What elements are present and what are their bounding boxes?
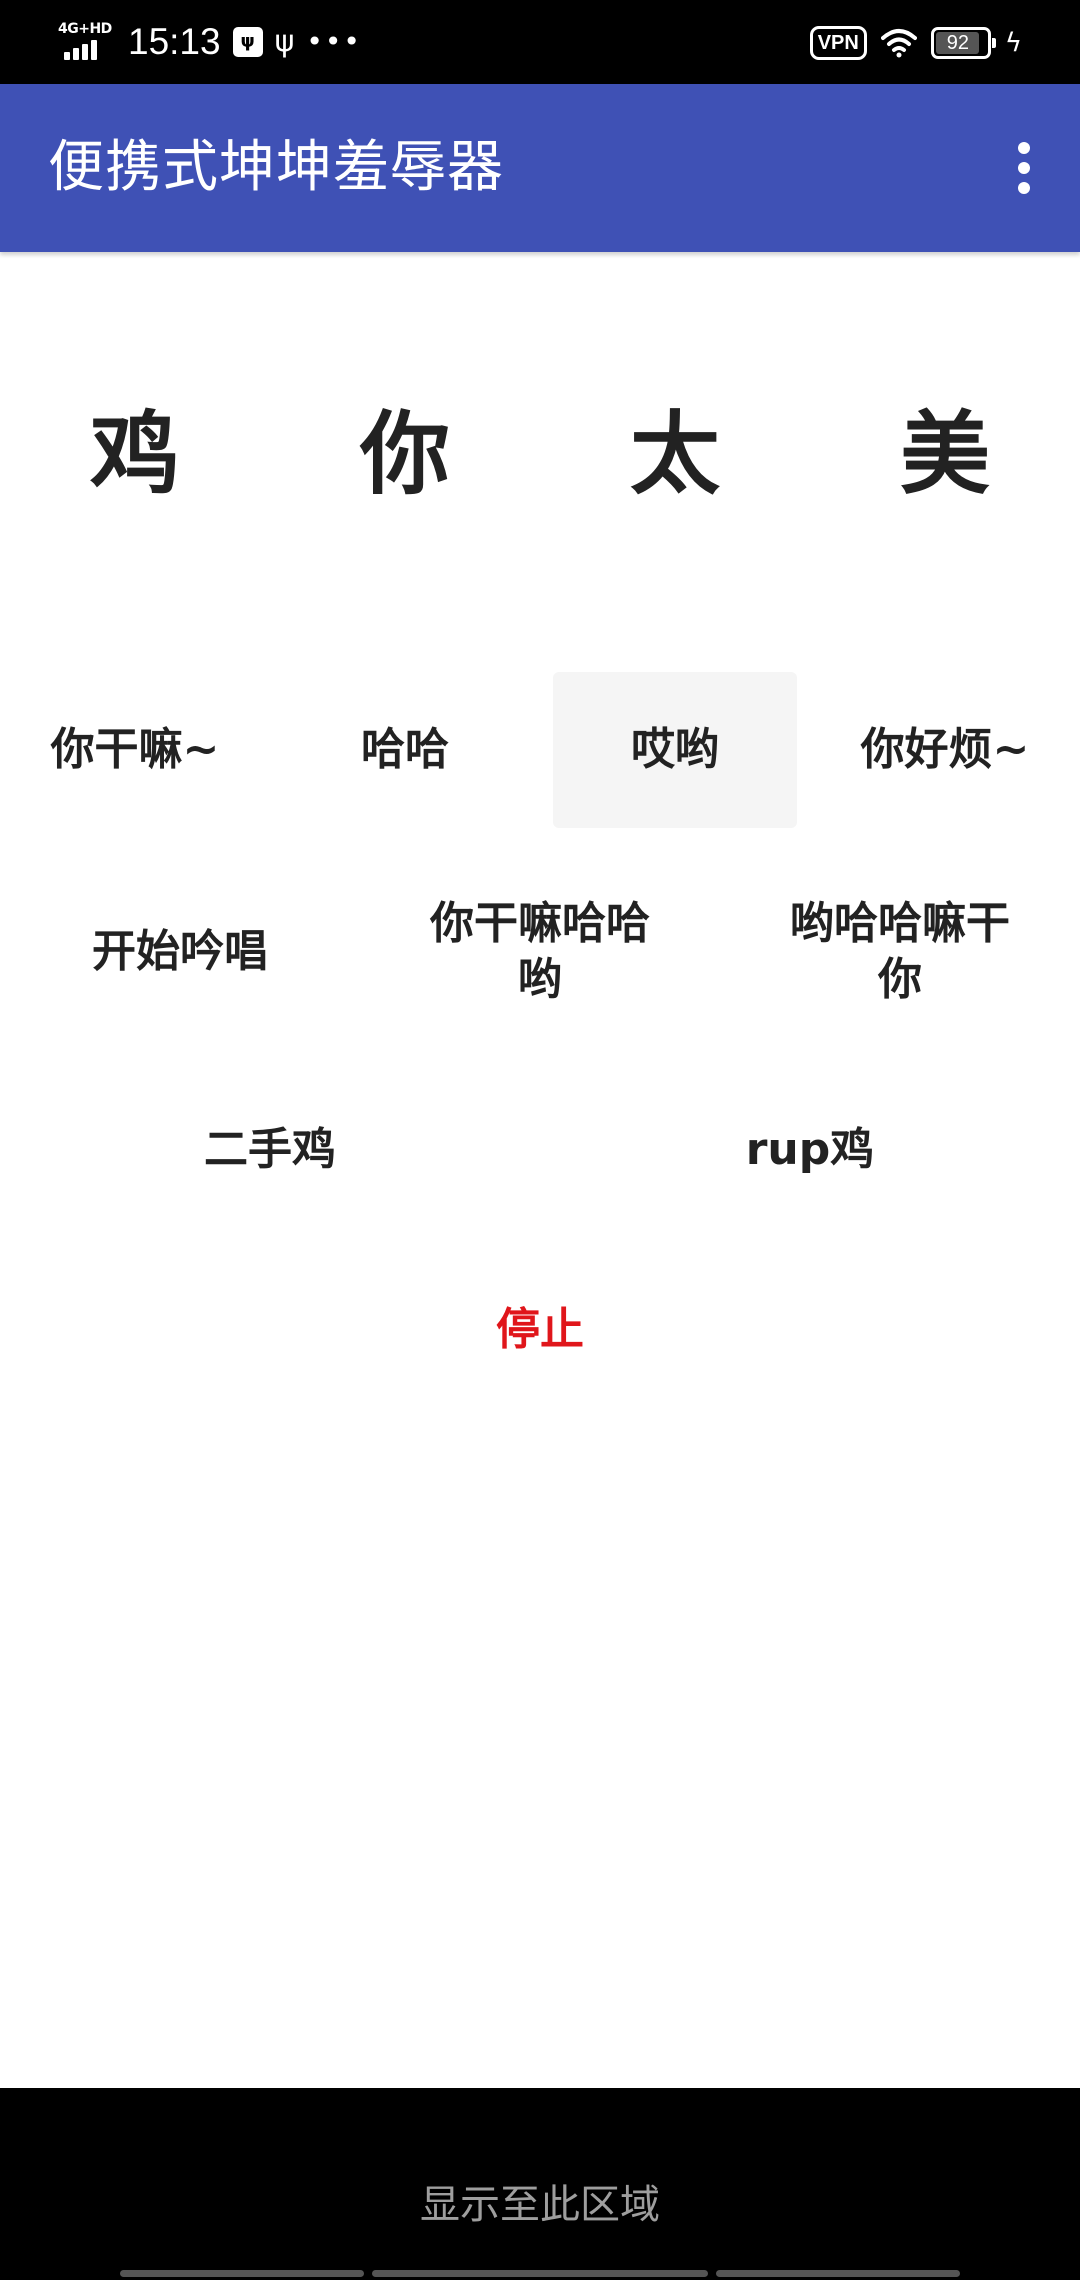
more-vert-icon-dot <box>1018 162 1030 174</box>
title-characters: 鸡 你 太 美 <box>0 380 1080 530</box>
sound-button-ai-yo[interactable]: 哎哟 <box>553 672 797 828</box>
network-type: 4G+HD <box>58 21 112 37</box>
sound-button-rup-ji[interactable]: rup鸡 <box>745 1124 875 1175</box>
nav-gesture-bar-right[interactable] <box>716 2270 960 2277</box>
big-char: 美 <box>900 402 990 507</box>
charging-icon: ϟ <box>1004 28 1022 58</box>
status-time: 15:13 <box>128 21 221 62</box>
stop-button[interactable]: 停止 <box>496 1304 584 1355</box>
wifi-icon <box>880 29 917 58</box>
status-bar: 4G+HD 15:13 ψ ψ ••• VPN 92 ϟ <box>0 0 1080 84</box>
vpn-icon: VPN <box>809 26 867 60</box>
cellular-signal-icon: 4G+HD <box>58 22 116 62</box>
big-char: 鸡 <box>90 402 180 507</box>
more-notifications-icon: ••• <box>306 25 362 58</box>
app-bar: 便携式坤坤羞辱器 <box>0 84 1080 252</box>
battery-level: 92 <box>946 32 969 54</box>
more-vert-icon-dot <box>1018 182 1030 194</box>
nav-gesture-bar-left[interactable] <box>120 2270 364 2277</box>
battery-icon: 92 <box>930 27 996 59</box>
big-char: 太 <box>630 402 720 507</box>
nav-gesture-bar-center[interactable] <box>372 2270 708 2277</box>
overflow-menu-button[interactable] <box>988 128 1060 208</box>
navigation-area: 显示至此区域 <box>0 2088 1080 2280</box>
big-char: 你 <box>360 402 450 507</box>
sound-button-er-shou-ji[interactable]: 二手鸡 <box>204 1124 336 1175</box>
usb-settings-icon: ψ <box>232 27 263 57</box>
navigation-hint: 显示至此区域 <box>420 2182 660 2228</box>
sound-button-kai-shi-yin-chang[interactable]: 开始吟唱 <box>92 926 268 977</box>
sound-button-ha-ha[interactable]: 哈哈 <box>361 724 449 775</box>
app-title: 便携式坤坤羞辱器 <box>48 135 504 200</box>
sound-button-ni-gan-ma-ha-ha-yo[interactable]: 你干嘛哈哈哟 <box>430 898 650 1005</box>
more-vert-icon <box>1018 142 1030 154</box>
sound-button-ni-gan-ma[interactable]: 你干嘛~ <box>50 724 220 775</box>
sound-button-yo-ha-ha-ma-gan-ni[interactable]: 哟哈哈嘛干你 <box>790 898 1010 1005</box>
usb-icon: ψ <box>274 24 295 59</box>
sound-button-ni-hao-fan[interactable]: 你好烦~ <box>860 724 1030 775</box>
